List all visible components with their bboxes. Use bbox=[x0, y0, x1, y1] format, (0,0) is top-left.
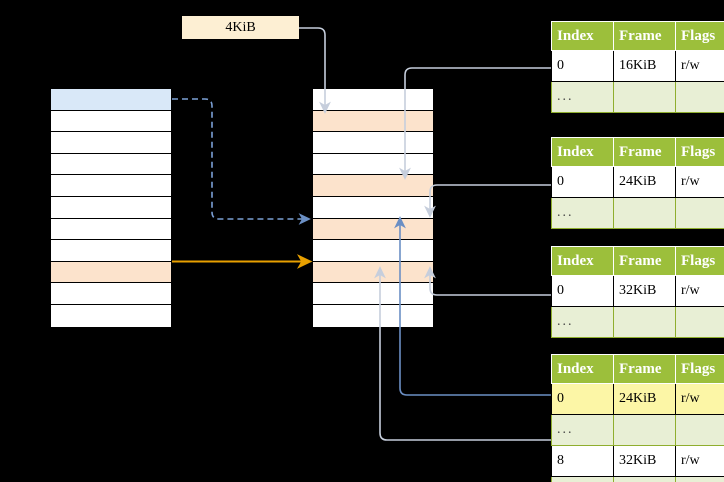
physical-row-3[interactable] bbox=[313, 153, 433, 176]
physical-row-2[interactable] bbox=[313, 132, 433, 154]
cell-frame: 32KiB bbox=[613, 275, 676, 307]
virtual-row-3[interactable] bbox=[51, 153, 171, 176]
column-header-flags: Flags bbox=[675, 21, 724, 51]
column-header-frame: Frame bbox=[613, 354, 676, 384]
cell-index: 0 bbox=[551, 383, 614, 415]
table-header-row: Index Frame Flags bbox=[551, 354, 724, 384]
table-row[interactable]: 0 32KiB r/w bbox=[551, 275, 724, 307]
physical-row-1[interactable] bbox=[313, 110, 433, 133]
column-header-flags: Flags bbox=[675, 246, 724, 276]
cell-index: ... bbox=[551, 306, 614, 338]
physical-row-5[interactable] bbox=[313, 197, 433, 219]
column-header-flags: Flags bbox=[675, 354, 724, 384]
cell-index: ... bbox=[551, 414, 614, 446]
cell-frame bbox=[613, 476, 676, 482]
table-header-row: Index Frame Flags bbox=[551, 246, 724, 276]
column-header-index: Index bbox=[551, 246, 614, 276]
column-header-frame: Frame bbox=[613, 21, 676, 51]
page-table-level-2[interactable]: Index Frame Flags 0 24KiB r/w ... bbox=[551, 137, 724, 229]
physical-row-7[interactable] bbox=[313, 240, 433, 262]
cell-index: 8 bbox=[551, 445, 614, 477]
cell-flags bbox=[675, 306, 724, 338]
virtual-row-0[interactable] bbox=[51, 89, 171, 111]
column-header-index: Index bbox=[551, 137, 614, 167]
table-row[interactable]: 0 16KiB r/w bbox=[551, 50, 724, 82]
cell-frame: 24KiB bbox=[613, 166, 676, 198]
table-row-ellipsis[interactable]: ... bbox=[551, 197, 724, 229]
table-row-ellipsis[interactable]: ... bbox=[551, 306, 724, 338]
virtual-row-4[interactable] bbox=[51, 175, 171, 197]
physical-row-8[interactable] bbox=[313, 261, 433, 284]
virtual-row-1[interactable] bbox=[51, 110, 171, 133]
cell-index: 0 bbox=[551, 275, 614, 307]
connector-virtual-to-physical-dashed bbox=[172, 98, 311, 225]
cell-flags bbox=[675, 197, 724, 229]
table-row-ellipsis[interactable]: ... bbox=[551, 81, 724, 113]
cell-flags bbox=[675, 81, 724, 113]
cell-index: ... bbox=[551, 476, 614, 482]
column-header-frame: Frame bbox=[613, 246, 676, 276]
virtual-row-6[interactable] bbox=[51, 218, 171, 241]
table-row-ellipsis[interactable]: ... bbox=[551, 476, 724, 482]
virtual-row-7[interactable] bbox=[51, 240, 171, 262]
cell-flags: r/w bbox=[675, 50, 724, 82]
column-header-flags: Flags bbox=[675, 137, 724, 167]
table-header-row: Index Frame Flags bbox=[551, 21, 724, 51]
column-header-index: Index bbox=[551, 354, 614, 384]
cell-flags bbox=[675, 476, 724, 482]
table-row[interactable]: 0 24KiB r/w bbox=[551, 383, 724, 415]
cell-frame bbox=[613, 197, 676, 229]
cell-index: ... bbox=[551, 197, 614, 229]
connector-table2-to-physical bbox=[424, 184, 551, 218]
physical-row-9[interactable] bbox=[313, 283, 433, 305]
cell-flags: r/w bbox=[675, 383, 724, 415]
virtual-row-10[interactable] bbox=[51, 305, 171, 327]
virtual-address-space-column bbox=[50, 88, 172, 327]
virtual-row-2[interactable] bbox=[51, 132, 171, 154]
page-table-level-1[interactable]: Index Frame Flags 0 16KiB r/w ... bbox=[551, 21, 724, 113]
table-header-row: Index Frame Flags bbox=[551, 137, 724, 167]
physical-memory-column bbox=[312, 88, 434, 327]
cell-frame bbox=[613, 81, 676, 113]
cell-flags: r/w bbox=[675, 275, 724, 307]
table-row[interactable]: 8 32KiB r/w bbox=[551, 445, 724, 477]
virtual-row-5[interactable] bbox=[51, 197, 171, 219]
physical-row-0[interactable] bbox=[313, 89, 433, 111]
cell-frame bbox=[613, 414, 676, 446]
virtual-row-9[interactable] bbox=[51, 283, 171, 305]
column-header-index: Index bbox=[551, 21, 614, 51]
connector-table3-to-physical bbox=[424, 266, 551, 296]
virtual-row-8[interactable] bbox=[51, 261, 171, 284]
physical-row-10[interactable] bbox=[313, 305, 433, 327]
table-row-ellipsis[interactable]: ... bbox=[551, 414, 724, 446]
cell-frame: 16KiB bbox=[613, 50, 676, 82]
cell-flags: r/w bbox=[675, 166, 724, 198]
cell-frame: 24KiB bbox=[613, 383, 676, 415]
cell-index: 0 bbox=[551, 50, 614, 82]
cell-frame: 32KiB bbox=[613, 445, 676, 477]
column-header-frame: Frame bbox=[613, 137, 676, 167]
cell-flags: r/w bbox=[675, 445, 724, 477]
cell-frame bbox=[613, 306, 676, 338]
physical-row-6[interactable] bbox=[313, 218, 433, 241]
cell-index: ... bbox=[551, 81, 614, 113]
table-row[interactable]: 0 24KiB r/w bbox=[551, 166, 724, 198]
page-table-level-4[interactable]: Index Frame Flags 0 24KiB r/w ... 8 32Ki… bbox=[551, 354, 724, 482]
cell-flags bbox=[675, 414, 724, 446]
page-size-label: 4KiB bbox=[182, 16, 299, 39]
page-table-level-3[interactable]: Index Frame Flags 0 32KiB r/w ... bbox=[551, 246, 724, 338]
cell-index: 0 bbox=[551, 166, 614, 198]
physical-row-4[interactable] bbox=[313, 175, 433, 197]
